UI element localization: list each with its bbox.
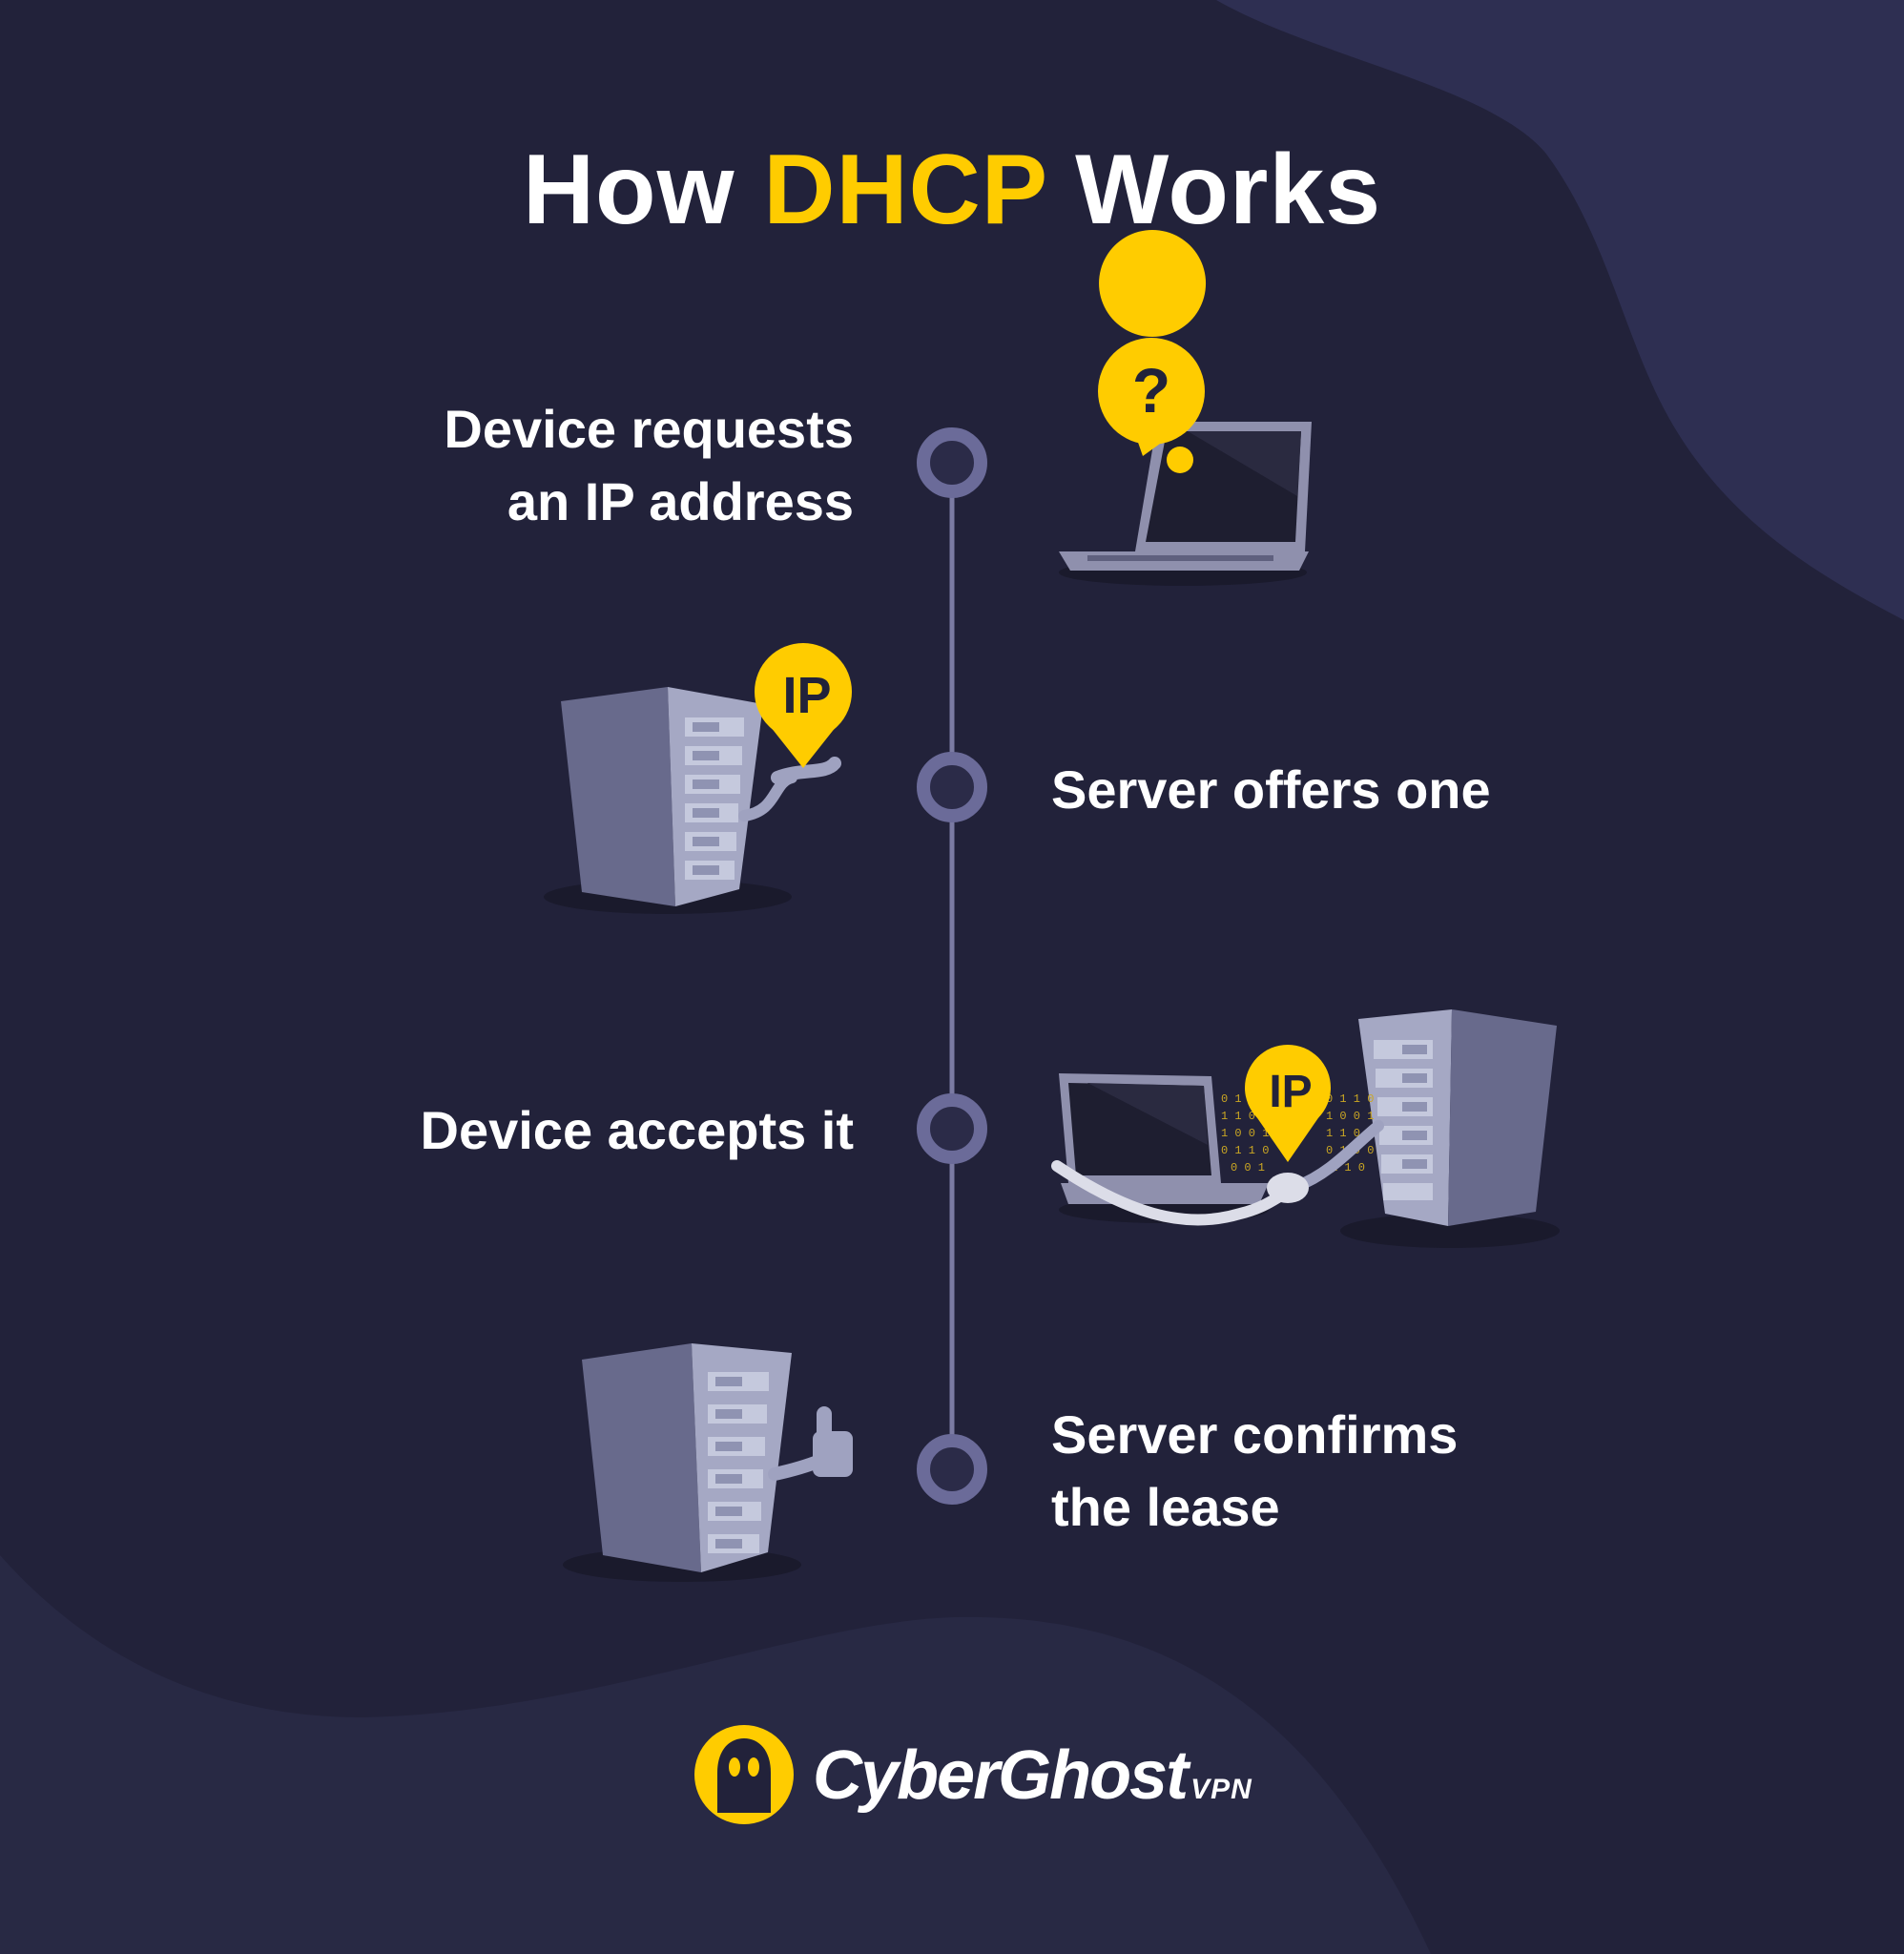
- step-4-line-2: the lease: [1051, 1477, 1280, 1537]
- step-1-line-2: an IP address: [507, 471, 854, 531]
- svg-text:0 1 1 0: 0 1 1 0: [1326, 1092, 1374, 1106]
- title-prefix: How: [522, 135, 764, 245]
- title-highlight: DHCP: [763, 135, 1047, 245]
- step-3-label: Device accepts it: [238, 1094, 854, 1167]
- step-1-line-1: Device requests: [444, 399, 854, 459]
- step-2-label: Server offers one: [1051, 754, 1776, 826]
- server-offering-ip-icon: IP: [544, 643, 852, 914]
- step-3-line-1: Device accepts it: [420, 1100, 854, 1160]
- step-1-label: Device requests an IP address: [238, 393, 854, 538]
- ip-badge-offer: IP: [782, 667, 831, 724]
- server-thumbs-up-icon: [563, 1343, 853, 1582]
- timeline-node-1: [917, 427, 987, 498]
- cyberghost-logo-icon: [694, 1725, 794, 1824]
- timeline-node-4: [917, 1434, 987, 1505]
- svg-text:0 0 1: 0 0 1: [1231, 1161, 1265, 1174]
- top-right-blob: [1216, 0, 1904, 620]
- svg-text:1 0 0 1: 1 0 0 1: [1326, 1110, 1374, 1123]
- title-suffix: Works: [1046, 135, 1382, 245]
- question-mark: ?: [1132, 355, 1170, 426]
- svg-text:0 1 1 0: 0 1 1 0: [1221, 1144, 1269, 1157]
- step-4-line-1: Server confirms: [1051, 1404, 1459, 1465]
- logo-suffix: VPN: [1190, 1774, 1252, 1805]
- svg-text:1 0 0 1: 1 0 0 1: [1221, 1127, 1269, 1140]
- laptop-server-handshake-icon: 0 1 0 1 1 1 0 1 1 0 0 1 0 1 1 0 0 0 1 0 …: [1051, 1009, 1560, 1248]
- laptop-question-icon: ?: [1059, 230, 1312, 586]
- timeline-node-3: [917, 1093, 987, 1164]
- page-title: How DHCP Works: [0, 134, 1904, 247]
- ip-badge-accept: IP: [1269, 1067, 1312, 1117]
- timeline-node-2: [917, 752, 987, 822]
- step-4-label: Server confirms the lease: [1051, 1399, 1776, 1544]
- logo-name: CyberGhost: [813, 1737, 1189, 1814]
- step-2-line-1: Server offers one: [1051, 759, 1491, 820]
